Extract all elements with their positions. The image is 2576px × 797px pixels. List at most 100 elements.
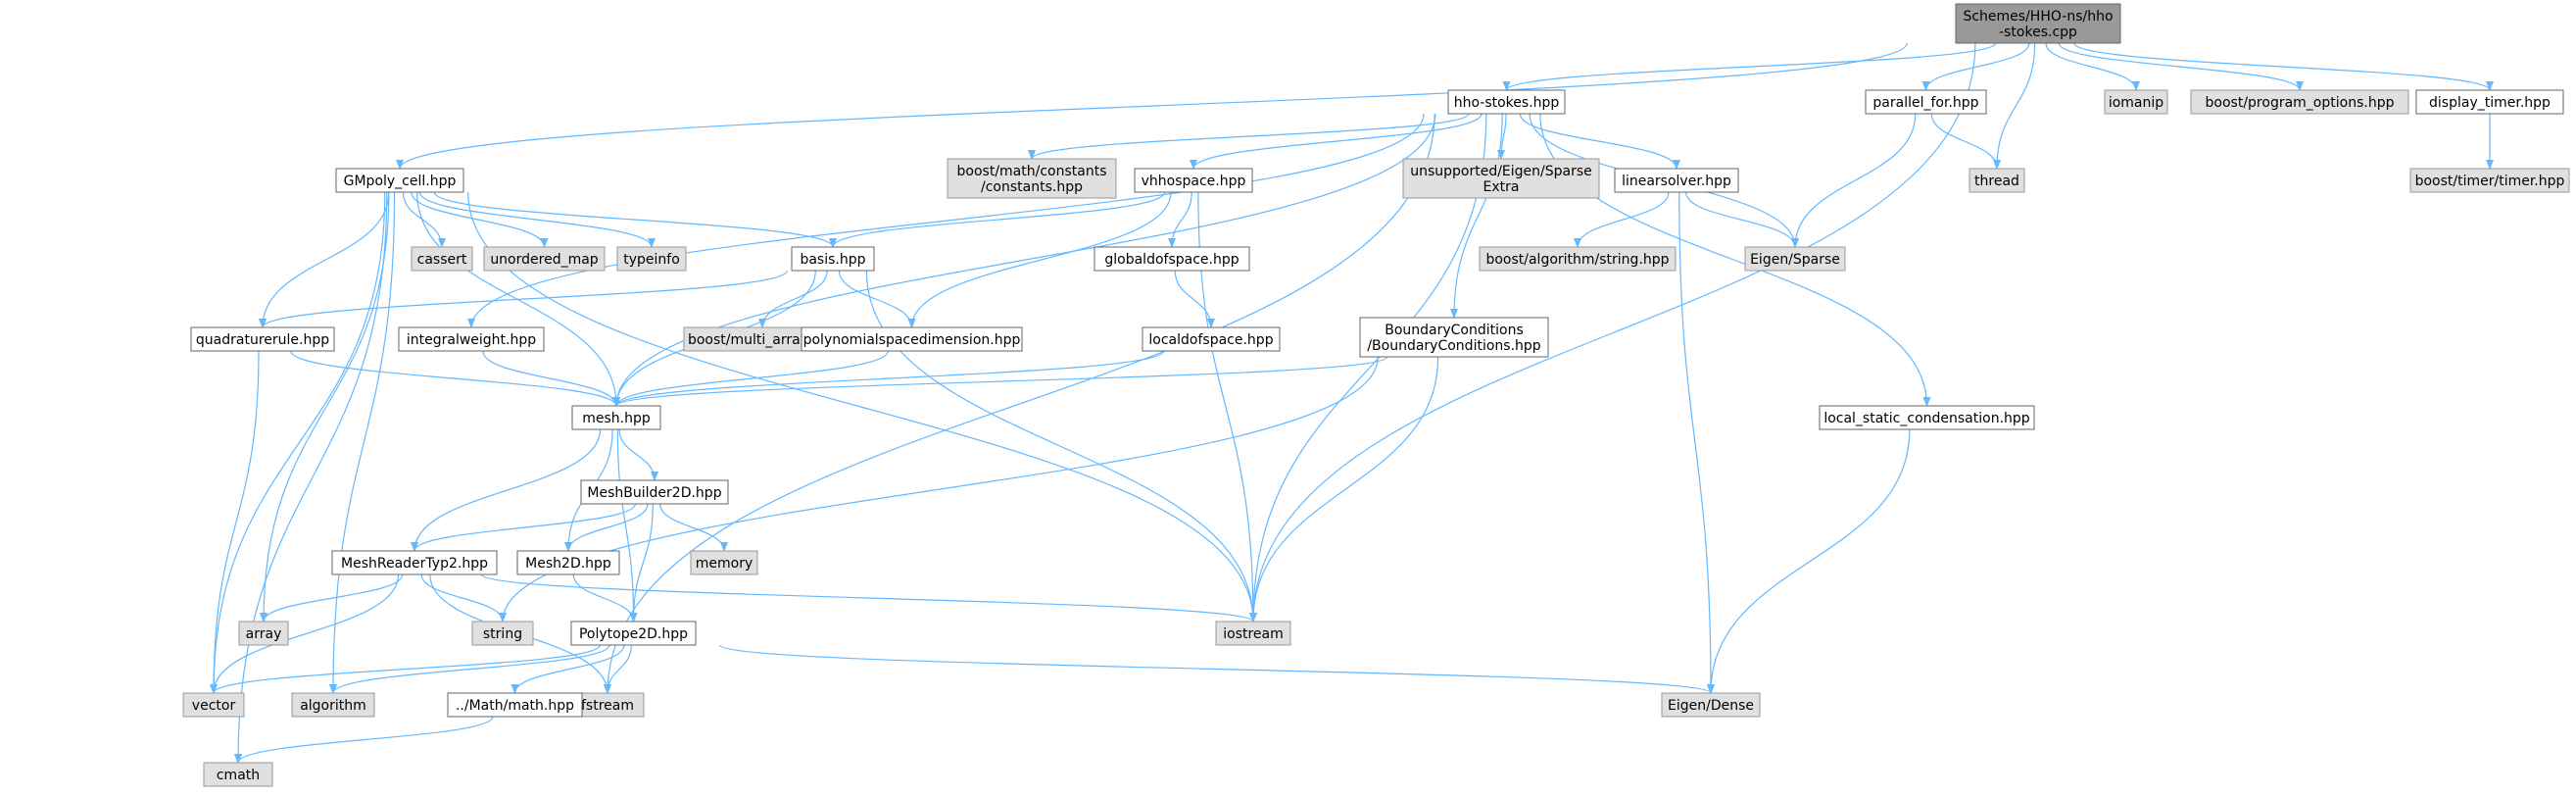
edge-linearsolver-to-eigendense bbox=[1678, 191, 1715, 694]
node-linearsolver-label-0: linearsolver.hpp bbox=[1622, 174, 1731, 189]
edge-hhostokes-to-vhhospace bbox=[1190, 113, 1482, 170]
edge-meshbuilder-to-mesh2d bbox=[564, 503, 649, 552]
edge-meshbuilder-to-polytope bbox=[629, 503, 654, 623]
node-cassert: cassert bbox=[411, 246, 473, 272]
node-polytope-label-0: Polytope2D.hpp bbox=[579, 626, 688, 642]
node-eigendense-label-0: Eigen/Dense bbox=[1668, 698, 1754, 714]
node-intweight-box bbox=[398, 326, 545, 352]
node-mathconst-label-1: /constants.hpp bbox=[981, 179, 1083, 195]
edge-mesh-to-meshreader bbox=[411, 428, 602, 552]
node-mesh2d-label-0: Mesh2D.hpp bbox=[525, 556, 611, 572]
node-memory-box bbox=[690, 550, 758, 575]
edge-meshreader-to-string bbox=[420, 573, 507, 623]
edge-polytope-to-vector bbox=[210, 644, 601, 694]
node-iomanip-label-0: iomanip bbox=[2109, 95, 2163, 111]
node-intweight[interactable]: integralweight.hpp bbox=[398, 326, 545, 352]
node-vector-box bbox=[182, 692, 245, 718]
node-linearsolver-box bbox=[1614, 168, 1739, 193]
node-boostalgo-box bbox=[1479, 246, 1677, 272]
node-vector-label-0: vector bbox=[192, 698, 236, 714]
node-meshbuilder[interactable]: MeshBuilder2D.hpp bbox=[580, 479, 729, 505]
node-cmath: cmath bbox=[203, 762, 273, 787]
node-mathhpp-box bbox=[447, 692, 583, 718]
node-eigendense-box bbox=[1661, 692, 1761, 718]
node-globaldof[interactable]: globaldofspace.hpp bbox=[1094, 246, 1250, 272]
node-hhostokes[interactable]: hho-stokes.hpp bbox=[1447, 89, 1566, 115]
node-fstream-box bbox=[570, 692, 645, 718]
edge-bc-to-iostream bbox=[1249, 356, 1439, 623]
edge-meshreader-to-iostream bbox=[480, 573, 1257, 623]
node-bc[interactable]: BoundaryConditions/BoundaryConditions.hp… bbox=[1359, 317, 1549, 358]
edge-hhostokes-to-linearsolver bbox=[1519, 113, 1680, 170]
node-unorderedmap: unordered_map bbox=[483, 246, 606, 272]
node-lsc-label-0: local_static_condensation.hpp bbox=[1823, 411, 2029, 426]
node-boosttimer-box bbox=[2409, 168, 2570, 193]
node-parallelfor[interactable]: parallel_for.hpp bbox=[1865, 89, 1987, 115]
node-polytope[interactable]: Polytope2D.hpp bbox=[570, 621, 697, 646]
node-mesh2d[interactable]: Mesh2D.hpp bbox=[516, 550, 620, 575]
node-typeinfo-label-0: typeinfo bbox=[623, 252, 680, 268]
node-basis[interactable]: basis.hpp bbox=[791, 246, 875, 272]
edge-mesh2d-to-polytope bbox=[572, 573, 638, 623]
node-displaytimer-label-0: display_timer.hpp bbox=[2429, 95, 2551, 111]
node-localdof-label-0: localdofspace.hpp bbox=[1148, 332, 1273, 348]
node-displaytimer[interactable]: display_timer.hpp bbox=[2415, 89, 2564, 115]
node-linearsolver[interactable]: linearsolver.hpp bbox=[1614, 168, 1739, 193]
node-iostream-box bbox=[1215, 621, 1291, 646]
edge-hhostokes-to-bc bbox=[1450, 113, 1503, 319]
node-gmpoly[interactable]: GMpoly_cell.hpp bbox=[335, 168, 464, 193]
edge-hhostokes-to-sparseextra bbox=[1497, 113, 1507, 160]
node-vhhospace[interactable]: vhhospace.hpp bbox=[1134, 168, 1253, 193]
edge-intweight-to-mesh bbox=[482, 350, 620, 407]
node-gmpoly-label-0: GMpoly_cell.hpp bbox=[344, 174, 457, 189]
node-meshreader-box bbox=[331, 550, 498, 575]
node-globaldof-label-0: globaldofspace.hpp bbox=[1104, 252, 1239, 268]
node-boostalgo: boost/algorithm/string.hpp bbox=[1479, 246, 1677, 272]
node-localdof[interactable]: localdofspace.hpp bbox=[1142, 326, 1281, 352]
node-quadrule[interactable]: quadraturerule.hpp bbox=[190, 326, 335, 352]
node-mesh[interactable]: mesh.hpp bbox=[571, 405, 661, 430]
node-boosttimer-label-0: boost/timer/timer.hpp bbox=[2415, 174, 2565, 189]
nodes-layer: Schemes/HHO-ns/hho-stokes.cpp hho-stokes.… bbox=[182, 3, 2570, 787]
node-eigendense: Eigen/Dense bbox=[1661, 692, 1761, 718]
node-mesh2d-box bbox=[516, 550, 620, 575]
edge-linearsolver-to-eigensparse bbox=[1685, 191, 1799, 248]
edge-parallelfor-to-thread bbox=[1930, 113, 2001, 170]
edge-lsc-to-eigendense bbox=[1707, 428, 1911, 694]
node-eigensparse-label-0: Eigen/Sparse bbox=[1750, 252, 1840, 268]
node-meshbuilder-label-0: MeshBuilder2D.hpp bbox=[587, 485, 721, 501]
node-fstream: fstream bbox=[570, 692, 645, 718]
edge-gmpoly-to-unorderedmap bbox=[411, 191, 549, 248]
edge-vhhospace-to-globaldof bbox=[1168, 191, 1192, 248]
node-polytope-box bbox=[570, 621, 697, 646]
node-bc-box bbox=[1359, 317, 1549, 358]
edge-basis-to-multiarray bbox=[758, 270, 828, 328]
node-lsc[interactable]: local_static_condensation.hpp bbox=[1819, 405, 2035, 430]
node-vector: vector bbox=[182, 692, 245, 718]
edge-polytope-to-fstream bbox=[604, 644, 632, 694]
edge-root-to-hhostokes bbox=[1502, 42, 1997, 91]
node-displaytimer-box bbox=[2415, 89, 2564, 115]
node-sparseextra-label-0: unsupported/Eigen/Sparse bbox=[1410, 164, 1592, 179]
node-gmpoly-box bbox=[335, 168, 464, 193]
node-mathhpp[interactable]: ../Math/math.hpp bbox=[447, 692, 583, 718]
node-mathhpp-label-0: ../Math/math.hpp bbox=[456, 698, 574, 714]
node-sparseextra-label-1: Extra bbox=[1483, 179, 1520, 195]
node-polyspace[interactable]: polynomialspacedimension.hpp bbox=[801, 326, 1023, 352]
node-typeinfo-box bbox=[616, 246, 687, 272]
node-quadrule-label-0: quadraturerule.hpp bbox=[196, 332, 329, 348]
edge-hhostokes-to-iostream bbox=[1249, 113, 1487, 623]
edge-hhostokes-to-mathconst bbox=[1028, 113, 1470, 160]
edge-quadrule-to-vector bbox=[210, 350, 260, 694]
edge-meshreader-to-array bbox=[260, 573, 404, 623]
node-root[interactable]: Schemes/HHO-ns/hho-stokes.cpp bbox=[1955, 3, 2121, 44]
edge-root-to-progopts bbox=[2058, 42, 2304, 91]
node-boosttimer: boost/timer/timer.hpp bbox=[2409, 168, 2570, 193]
edge-hhostokes-to-mesh bbox=[612, 113, 1436, 407]
edge-parallelfor-to-eigensparse bbox=[1791, 113, 1917, 248]
node-string-box bbox=[471, 621, 534, 646]
node-vhhospace-box bbox=[1134, 168, 1253, 193]
edge-polytope-to-algorithm bbox=[329, 644, 610, 694]
node-meshreader[interactable]: MeshReaderTyp2.hpp bbox=[331, 550, 498, 575]
node-sparseextra-box bbox=[1402, 158, 1600, 199]
